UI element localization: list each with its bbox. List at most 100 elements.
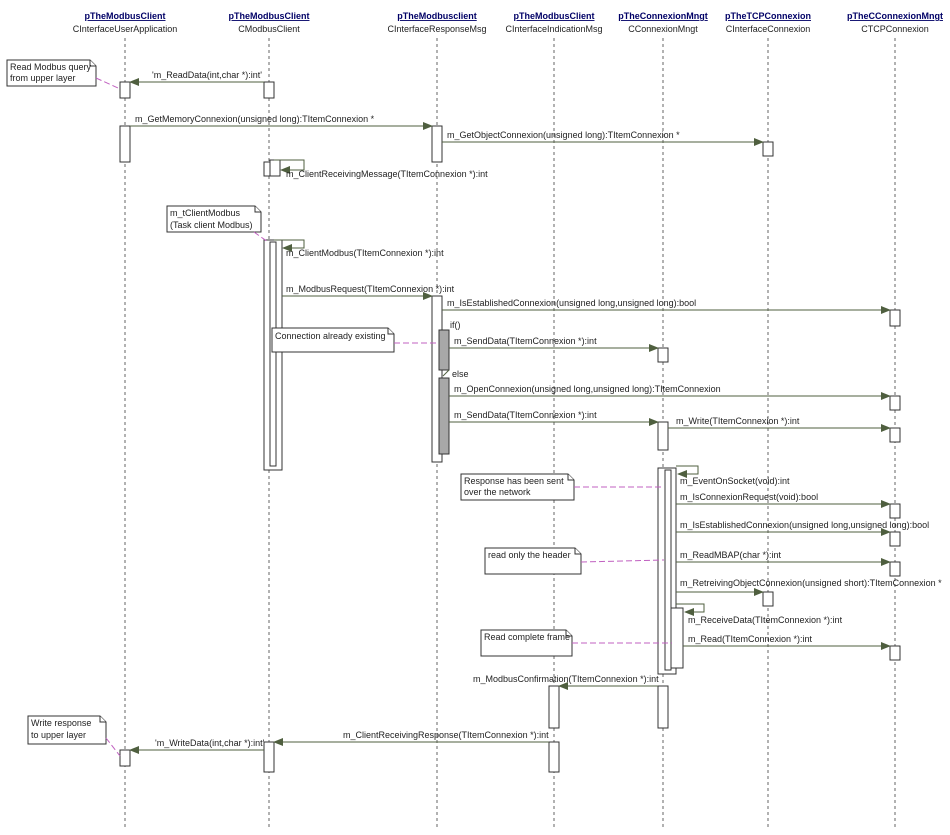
message-label: m_GetObjectConnexion(unsigned long):TIte… [447, 130, 680, 140]
activation-bar [657, 685, 669, 729]
activation-bar [438, 329, 450, 371]
message-label: 'm_ReadData(int,char *):int' [152, 70, 262, 80]
message-label: m_GetMemoryConnexion(unsigned long):TIte… [135, 114, 375, 124]
object-header-6: pTheCConnexionMngt CTCPConnexion [847, 11, 943, 34]
activation-bar [263, 741, 275, 773]
message-13: m_IsEstablishedConnexion(unsigned long,u… [676, 520, 929, 536]
object-class: CInterfaceConnexion [726, 24, 811, 34]
message-10: m_Write(TItemConnexion *):int [668, 416, 891, 432]
activation-bar [889, 309, 901, 327]
object-class: CConnexionMngt [628, 24, 698, 34]
activation-bar [889, 395, 901, 411]
object-class: CInterfaceUserApplication [73, 24, 178, 34]
message-20: 'm_WriteData(int,char *):int' [129, 738, 265, 754]
message-5: m_ModbusRequest(TItemConnexion *):int [282, 284, 455, 300]
activation-bar [889, 427, 901, 443]
svg-text:Write response: Write response [31, 718, 91, 728]
message-label: m_OpenConnexion(unsigned long,unsigned l… [454, 384, 721, 394]
note-read-frame: Read complete frame [480, 629, 672, 657]
note-read-query: Read Modbus query from upper layer [6, 59, 119, 89]
message-18: m_ModbusConfirmation(TItemConnexion *):i… [473, 674, 659, 690]
activation-bar [664, 469, 672, 671]
message-6: m_IsEstablishedConnexion(unsigned long,u… [442, 298, 891, 314]
message-14: m_ReadMBAP(char *):int [676, 550, 891, 566]
message-12: m_IsConnexionRequest(void):bool [676, 492, 891, 508]
object-name: pTheModbusclient [397, 11, 477, 21]
object-name: pTheTCPConnexion [725, 11, 811, 21]
message-7: m_SendData(TItemConnexion *):int [449, 336, 659, 352]
object-header-3: pTheModbusClient CInterfaceIndicationMsg [505, 11, 602, 34]
activation-bar [889, 503, 901, 519]
message-19: m_ClientReceivingResponse(TItemConnexion… [273, 730, 549, 746]
object-header-4: pTheConnexionMngt CConnexionMngt [618, 11, 708, 34]
note-connection-existing: Connection already existing [271, 327, 438, 353]
activation-bar [889, 561, 901, 577]
svg-text:(Task client Modbus): (Task client Modbus) [170, 220, 253, 230]
message-label: m_SendData(TItemConnexion *):int [454, 410, 597, 420]
message-label: 'm_WriteData(int,char *):int' [155, 738, 265, 748]
activation-bar [762, 141, 774, 157]
message-label: m_ModbusRequest(TItemConnexion *):int [286, 284, 455, 294]
message-9: m_SendData(TItemConnexion *):int [449, 410, 659, 426]
object-header-1: pTheModbusClient CModbusClient [229, 11, 310, 34]
message-label: m_Write(TItemConnexion *):int [676, 416, 800, 426]
message-3: m_ClientReceivingMessage(TItemConnexion … [274, 159, 488, 179]
activation-bar [889, 531, 901, 547]
message-label: m_SendData(TItemConnexion *):int [454, 336, 597, 346]
message-label: m_RetreivingObjectConnexion(unsigned sho… [680, 578, 942, 588]
activation-bar [762, 591, 774, 607]
activation-bar [263, 81, 275, 99]
svg-text:Read Modbus query: Read Modbus query [10, 62, 92, 72]
message-2: m_GetObjectConnexion(unsigned long):TIte… [442, 130, 764, 146]
object-name: pTheCConnexionMngt [847, 11, 943, 21]
object-class: CInterfaceResponseMsg [387, 24, 486, 34]
object-header-5: pTheTCPConnexion CInterfaceConnexion [725, 11, 811, 34]
activation-bar [431, 125, 443, 163]
message-label: m_IsEstablishedConnexion(unsigned long,u… [447, 298, 696, 308]
object-class: CModbusClient [238, 24, 300, 34]
message-label: m_ModbusConfirmation(TItemConnexion *):i… [473, 674, 659, 684]
guard-if: if() [450, 320, 461, 330]
svg-text:from upper layer: from upper layer [10, 73, 76, 83]
object-name: pTheConnexionMngt [618, 11, 708, 21]
activation-bar [548, 685, 560, 729]
message-label: m_ClientModbus(TItemConnexion *):int [286, 248, 444, 258]
message-11: m_EventOnSocket(void):int [676, 465, 790, 486]
svg-text:read only the header: read only the header [488, 550, 571, 560]
activation-bar [269, 159, 281, 177]
object-name: pTheModbusClient [514, 11, 595, 21]
message-label: m_EventOnSocket(void):int [680, 476, 790, 486]
activation-bar [438, 377, 450, 455]
object-header-0: pTheModbusClient CInterfaceUserApplicati… [73, 11, 178, 34]
activation-bar [657, 347, 669, 363]
activation-bar [119, 81, 131, 99]
note-client-task: m_tClientModbus (Task client Modbus) [166, 205, 269, 243]
object-header-2: pTheModbusclient CInterfaceResponseMsg [387, 11, 486, 34]
note-response-sent: Response has been sent over the network [460, 473, 664, 501]
svg-text:Connection already existing: Connection already existing [275, 331, 386, 341]
note-write-response: Write response to upper layer [27, 715, 121, 757]
activation-bar [119, 125, 131, 163]
message-1: m_GetMemoryConnexion(unsigned long):TIte… [130, 114, 433, 130]
guard-else: else [452, 369, 469, 379]
activation-bar [269, 241, 277, 467]
message-label: m_IsEstablishedConnexion(unsigned long,u… [680, 520, 929, 530]
message-label: m_ClientReceivingResponse(TItemConnexion… [343, 730, 549, 740]
message-label: m_IsConnexionRequest(void):bool [680, 492, 818, 502]
activation-bar [670, 607, 684, 669]
message-label: m_ReceiveData(TItemConnexion *):int [688, 615, 843, 625]
message-label: m_Read(TItemConnexion *):int [688, 634, 813, 644]
message-0: 'm_ReadData(int,char *):int' [129, 70, 264, 86]
object-name: pTheModbusClient [85, 11, 166, 21]
svg-text:Response has been sent: Response has been sent [464, 476, 564, 486]
svg-text:over the network: over the network [464, 487, 531, 497]
message-15: m_RetreivingObjectConnexion(unsigned sho… [676, 578, 942, 596]
object-class: CTCPConnexion [861, 24, 929, 34]
guard-connector [442, 369, 450, 377]
object-name: pTheModbusClient [229, 11, 310, 21]
object-class: CInterfaceIndicationMsg [505, 24, 602, 34]
activation-bar [548, 741, 560, 773]
note-read-header: read only the header [484, 547, 665, 575]
activation-bar [889, 645, 901, 661]
